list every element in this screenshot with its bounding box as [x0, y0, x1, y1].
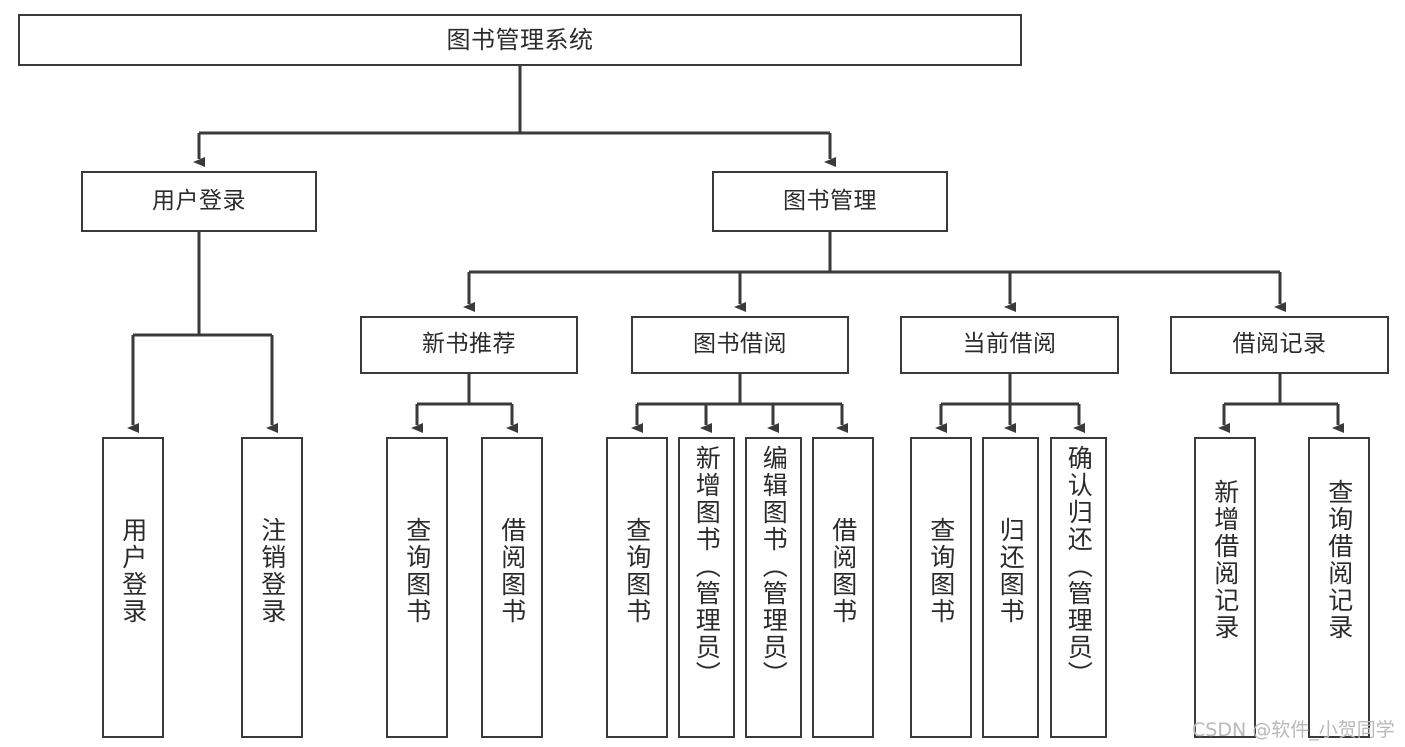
node-book-manage[interactable]: 图书管理 — [712, 171, 948, 232]
node-leaf-borrow-book-recommend[interactable]: 借阅图书 — [481, 437, 543, 738]
node-label: 编辑图书（管理员） — [759, 445, 789, 688]
node-label: 注销登录 — [257, 517, 287, 625]
node-leaf-add-book[interactable]: 新增图书（管理员） — [678, 437, 735, 738]
node-borrow-record[interactable]: 借阅记录 — [1170, 316, 1389, 374]
node-leaf-query-book-current[interactable]: 查询图书 — [910, 437, 972, 738]
node-leaf-logout-login[interactable]: 注销登录 — [241, 437, 303, 738]
node-label: 新增图书（管理员） — [692, 445, 722, 688]
node-new-book-recommend[interactable]: 新书推荐 — [360, 316, 578, 374]
node-label: 图书管理 — [783, 187, 877, 214]
node-label: 确认归还（管理员） — [1064, 445, 1094, 688]
node-label: 当前借阅 — [962, 331, 1057, 358]
node-leaf-query-book-borrow[interactable]: 查询图书 — [606, 437, 668, 738]
node-label: 借阅图书 — [497, 517, 527, 625]
node-root-book-management-system[interactable]: 图书管理系统 — [18, 14, 1022, 66]
node-book-borrow[interactable]: 图书借阅 — [631, 316, 849, 374]
node-label: 借阅图书 — [828, 517, 858, 625]
node-leaf-edit-book[interactable]: 编辑图书（管理员） — [745, 437, 802, 738]
node-leaf-borrow-book-borrow[interactable]: 借阅图书 — [812, 437, 874, 738]
node-label: 查询借阅记录 — [1324, 479, 1354, 641]
node-leaf-query-book-recommend[interactable]: 查询图书 — [386, 437, 448, 738]
node-label: 用户登录 — [152, 187, 246, 214]
node-label: 新书推荐 — [422, 331, 516, 358]
node-leaf-add-borrow-record[interactable]: 新增借阅记录 — [1194, 437, 1256, 738]
node-label: 借阅记录 — [1232, 331, 1327, 358]
node-leaf-confirm-return[interactable]: 确认归还（管理员） — [1050, 437, 1107, 738]
node-leaf-query-borrow-record[interactable]: 查询借阅记录 — [1308, 437, 1370, 738]
node-label: 用户登录 — [118, 517, 148, 625]
node-current-borrow[interactable]: 当前借阅 — [900, 316, 1119, 374]
csdn-watermark: CSDN @软件_小贺同学 — [1192, 719, 1395, 741]
node-label: 归还图书 — [996, 517, 1026, 625]
node-label: 图书管理系统 — [446, 25, 594, 54]
node-leaf-return-book[interactable]: 归还图书 — [982, 437, 1039, 738]
node-label: 图书借阅 — [693, 331, 787, 358]
node-leaf-user-login[interactable]: 用户登录 — [102, 437, 164, 738]
node-label: 查询图书 — [926, 517, 956, 625]
node-label: 查询图书 — [402, 517, 432, 625]
node-label: 新增借阅记录 — [1210, 479, 1240, 641]
node-user-login[interactable]: 用户登录 — [81, 171, 317, 232]
node-label: 查询图书 — [622, 517, 652, 625]
